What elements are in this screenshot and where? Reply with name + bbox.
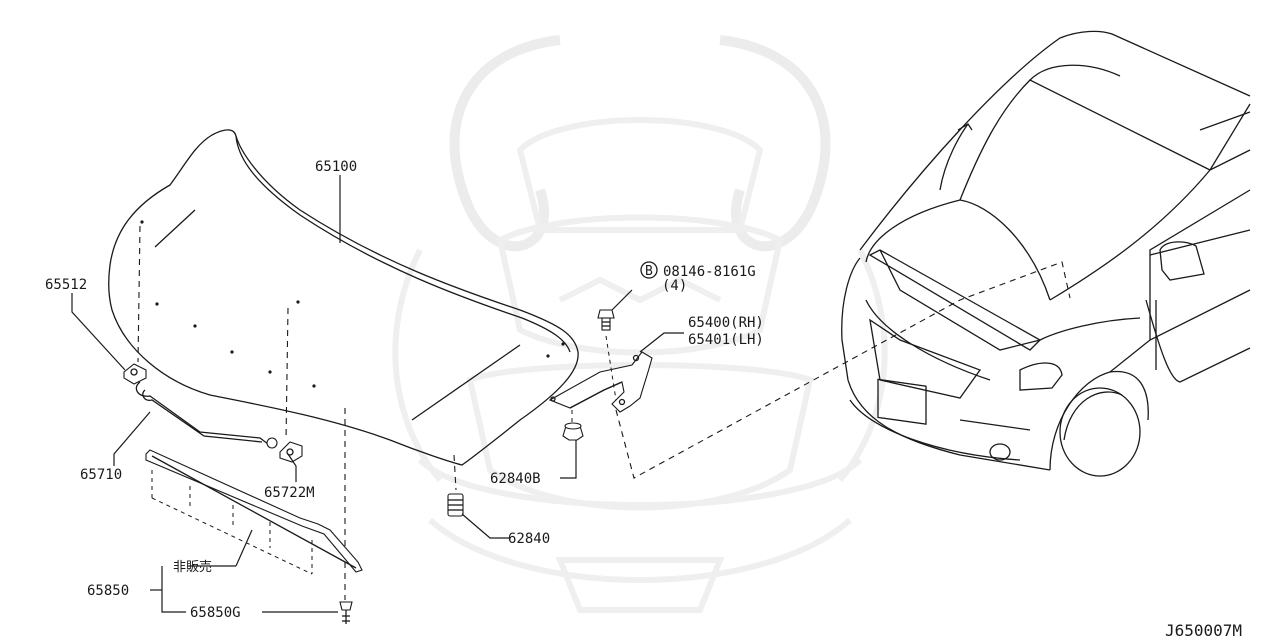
label-bolt-code: 08146-8161G	[663, 264, 756, 280]
label-bumper-small: 62840B	[490, 471, 541, 487]
label-seal-clip: 65850G	[190, 605, 241, 621]
vehicle-front	[841, 30, 1251, 477]
leader-lines	[71, 175, 684, 613]
bolt-marker-circle	[640, 261, 658, 279]
label-bumper: 62840	[508, 531, 550, 547]
rod-clip[interactable]	[279, 441, 303, 463]
label-not-for-sale: 非販売	[173, 559, 212, 575]
hood-panel[interactable]	[108, 129, 579, 466]
label-hinge-lh: 65401(LH)	[688, 332, 764, 348]
hood-hinge[interactable]	[548, 335, 653, 425]
hood-support-rod[interactable]	[135, 381, 278, 449]
label-hinge-nut: 65512	[45, 277, 87, 293]
label-bolt-qty: (4)	[662, 278, 687, 294]
hinge-nut[interactable]	[123, 363, 147, 385]
label-seal-group: 65850	[87, 583, 129, 599]
watermark-logo	[392, 35, 888, 613]
label-support-rod: 65710	[80, 467, 122, 483]
diagram-reference-code: J650007M	[1165, 621, 1242, 639]
hinge-bolt[interactable]	[597, 309, 615, 331]
label-bolt-marker: B	[645, 264, 653, 279]
hood-bumper-small[interactable]	[562, 422, 584, 441]
seal-alignment-lines	[151, 470, 313, 575]
label-hood: 65100	[315, 159, 357, 175]
seal-clip[interactable]	[339, 601, 353, 624]
label-rod-clip: 65722M	[264, 485, 315, 501]
hinge-location-line	[615, 261, 1071, 479]
hood-bumper[interactable]	[447, 493, 464, 517]
hood-seal-strip[interactable]	[145, 449, 363, 573]
hood-alignment-lines	[137, 225, 457, 600]
label-hinge-rh: 65400(RH)	[688, 315, 764, 331]
